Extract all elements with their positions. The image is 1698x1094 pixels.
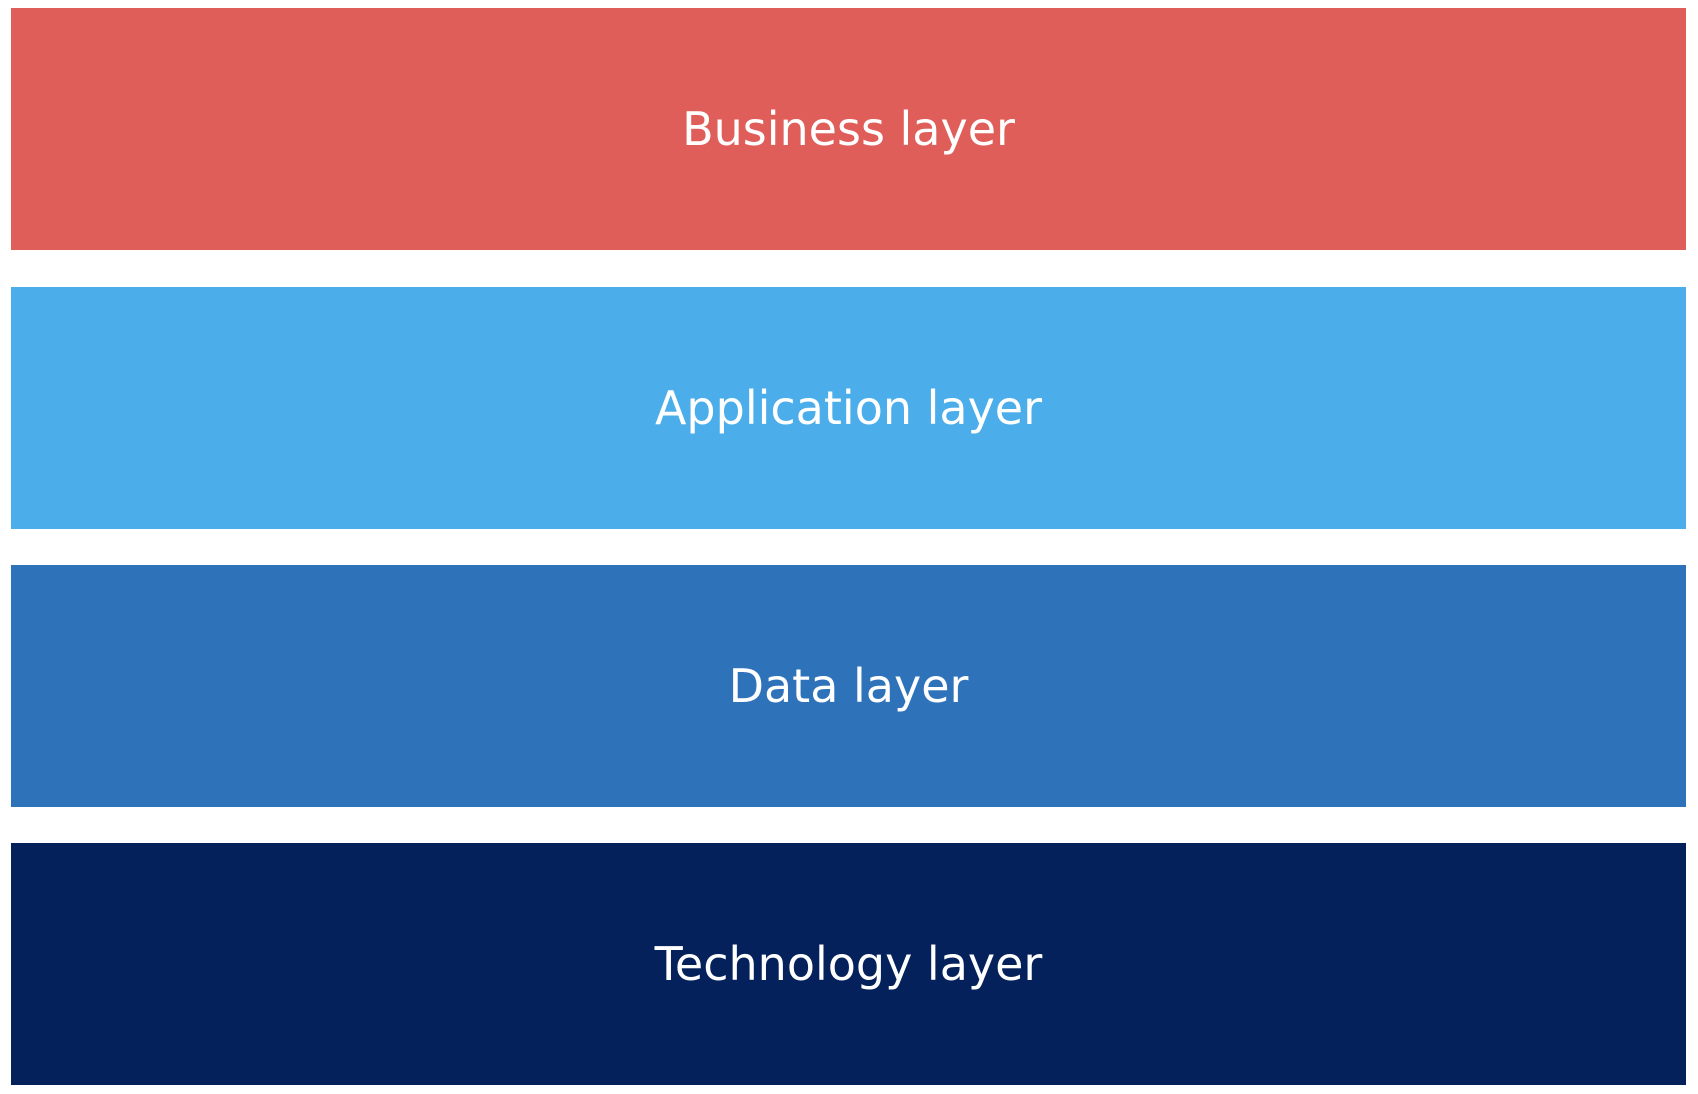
application-layer-label: Application layer (654, 381, 1043, 435)
data-layer-band: Data layer (11, 565, 1686, 807)
business-layer-band: Business layer (11, 8, 1686, 250)
technology-layer-label: Technology layer (654, 937, 1043, 991)
application-layer-band: Application layer (11, 287, 1686, 529)
technology-layer-band: Technology layer (11, 843, 1686, 1085)
data-layer-label: Data layer (728, 659, 969, 713)
business-layer-label: Business layer (682, 102, 1015, 156)
